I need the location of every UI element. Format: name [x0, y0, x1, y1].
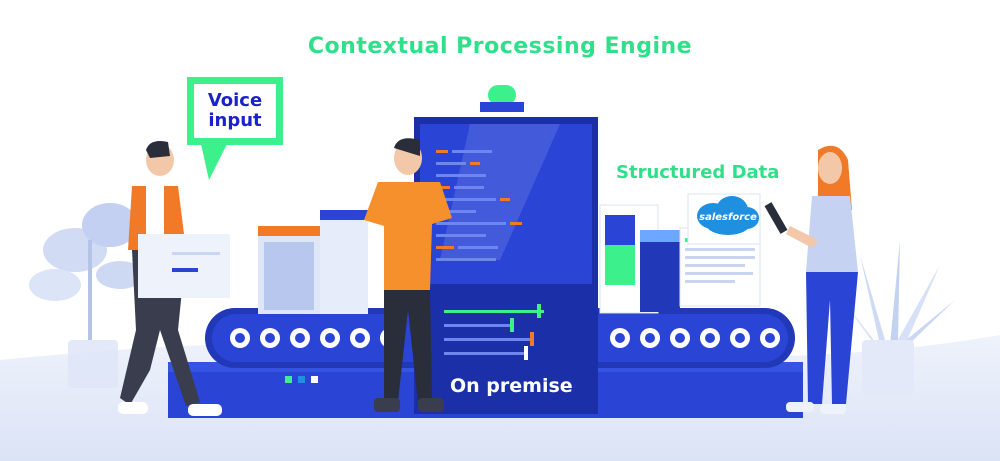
input-documents [258, 210, 368, 314]
right-plant [835, 240, 955, 396]
salesforce-cloud-icon [687, 193, 761, 245]
person-center [364, 138, 452, 412]
salesforce-label: salesforce [699, 212, 757, 223]
person-left [118, 141, 230, 416]
bubble-line-1: Voice [207, 90, 263, 111]
page-title: Contextual Processing Engine [307, 34, 693, 59]
voice-input-text: Voice input [194, 84, 276, 138]
structured-data-label: Structured Data [616, 162, 780, 183]
on-premise-label: On premise [450, 375, 573, 397]
processing-machine [414, 85, 598, 414]
left-plant [29, 203, 144, 388]
voice-input-bubble: Voice input [187, 77, 283, 145]
progress-sliders [444, 304, 544, 360]
bubble-tail [201, 144, 227, 180]
person-right [764, 145, 858, 414]
bubble-line-2: input [208, 110, 262, 131]
code-lines [436, 150, 522, 261]
